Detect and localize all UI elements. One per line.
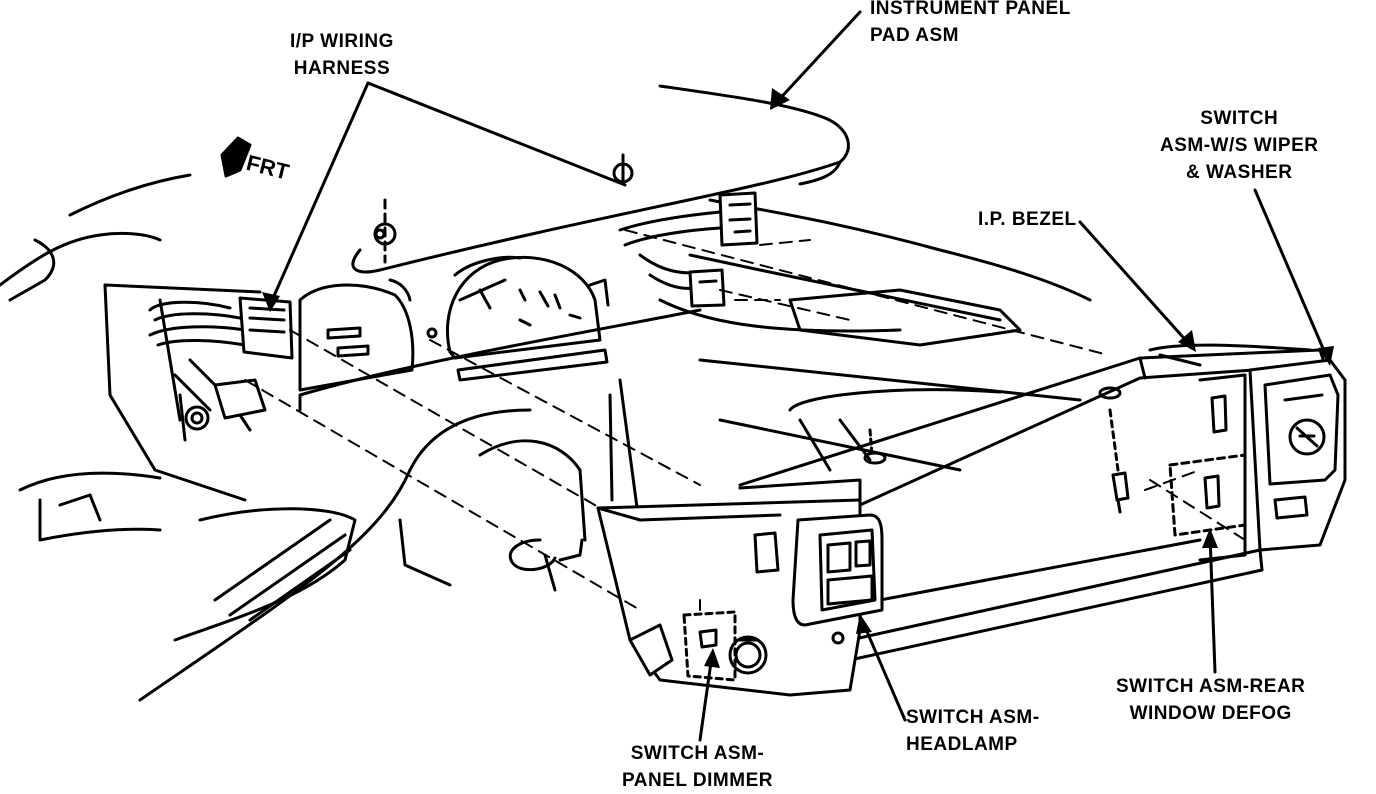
callout-line: & WASHER [1186, 162, 1293, 183]
callout-ip-bezel: I.P. BEZEL [978, 206, 1077, 233]
arrow-heads [262, 88, 1334, 668]
callout-line: HEADLAMP [906, 734, 1018, 755]
callout-ip-wiring-harness: I/P WIRING HARNESS [290, 28, 394, 82]
gauge-cluster [298, 255, 610, 392]
callout-line: ASM-W/S WIPER [1160, 135, 1319, 156]
assembly-lines [244, 229, 1246, 611]
callout-line: SWITCH ASM- [906, 707, 1040, 728]
callout-panel-dimmer-switch: SWITCH ASM- PANEL DIMMER [622, 740, 773, 794]
wiper-washer-switch [1168, 358, 1347, 552]
callout-line: HARNESS [293, 58, 391, 79]
dashboard-body [0, 173, 1092, 702]
callout-wiper-washer-switch: SWITCH ASM-W/S WIPER & WASHER [1160, 105, 1319, 186]
callout-line: I.P. BEZEL [978, 209, 1077, 230]
callout-line: SWITCH [1200, 108, 1279, 129]
callout-line: SWITCH ASM-REAR [1116, 676, 1306, 697]
callout-line: INSTRUMENT PANEL [870, 0, 1071, 19]
callout-line: PANEL DIMMER [622, 770, 773, 791]
leader-lines [268, 10, 1330, 742]
callout-rear-defog-switch: SWITCH ASM-REAR WINDOW DEFOG [1116, 673, 1305, 727]
callout-line: PAD ASM [870, 25, 959, 46]
headlamp-dimmer-housing [596, 478, 884, 697]
callout-headlamp-switch: SWITCH ASM- HEADLAMP [906, 704, 1040, 758]
callout-line: WINDOW DEFOG [1129, 703, 1292, 724]
callout-line: I/P WIRING [290, 31, 394, 52]
front-direction-arrow [220, 136, 252, 178]
callout-line: SWITCH ASM- [630, 743, 765, 764]
upper-connectors [373, 153, 759, 308]
callout-instrument-panel-pad: INSTRUMENT PANEL PAD ASM [870, 0, 1071, 49]
instrument-panel-pad [351, 84, 850, 274]
